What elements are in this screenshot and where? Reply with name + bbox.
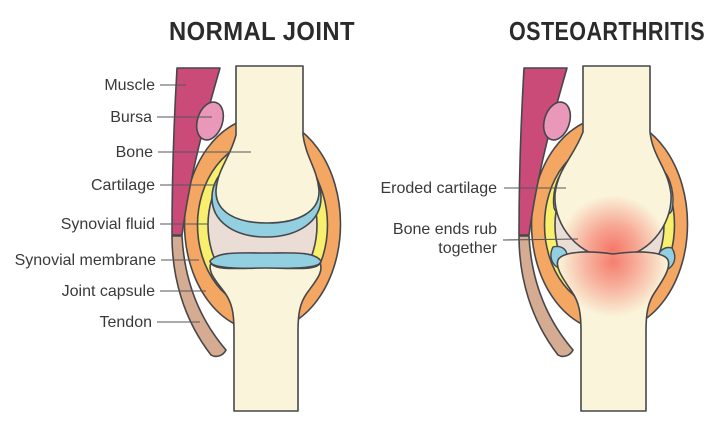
label-synovial-fluid: Synovial fluid bbox=[61, 216, 155, 233]
label-bone-ends-rub-line1: Bone ends rub bbox=[393, 221, 497, 238]
left-diagram-title: NORMAL JOINT bbox=[169, 16, 355, 46]
tibia-bone-shape bbox=[209, 262, 322, 412]
label-eroded-cartilage: Eroded cartilage bbox=[380, 180, 497, 197]
label-bone-ends-rub-line2: together bbox=[438, 240, 497, 257]
osteoarthritis-illustration bbox=[518, 65, 689, 412]
label-muscle: Muscle bbox=[104, 77, 155, 94]
tibia-inflammation-glow bbox=[557, 252, 669, 411]
osteoarthritis-labels: Eroded cartilage Bone ends rub together bbox=[380, 180, 579, 257]
leader-line-bone-ends-rub bbox=[502, 238, 579, 241]
normal-joint-illustration bbox=[171, 65, 342, 412]
label-tendon: Tendon bbox=[100, 314, 153, 331]
right-diagram-title: OSTEOARTHRITIS bbox=[509, 16, 705, 46]
label-synovial-membrane: Synovial membrane bbox=[15, 252, 157, 269]
label-cartilage: Cartilage bbox=[91, 177, 155, 194]
label-joint-capsule: Joint capsule bbox=[62, 283, 155, 300]
label-bursa: Bursa bbox=[110, 109, 152, 126]
tibia-cartilage-shape bbox=[209, 252, 322, 270]
normal-joint-labels: Muscle Bursa Bone Cartilage Synovial flu… bbox=[15, 77, 251, 331]
label-bone: Bone bbox=[116, 144, 153, 161]
femur-bone-shape bbox=[215, 65, 320, 224]
femur-inflammation-glow bbox=[554, 66, 672, 258]
